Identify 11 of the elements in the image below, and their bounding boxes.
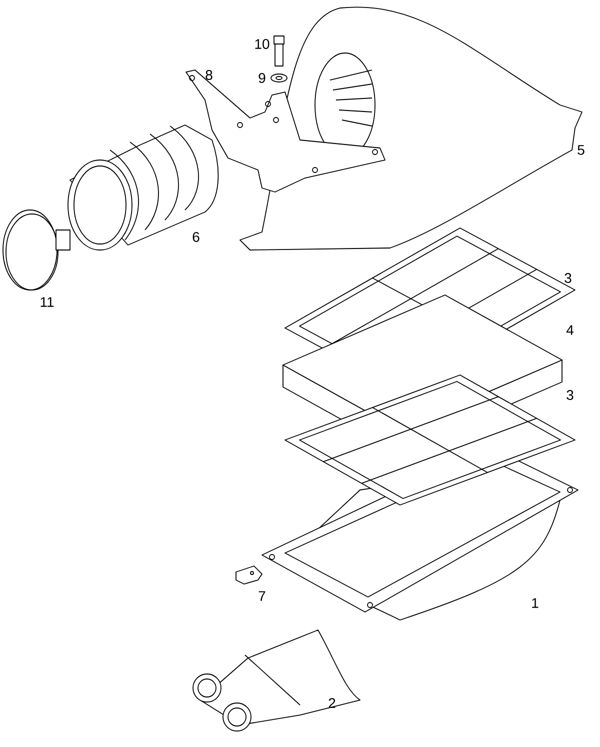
- callout-number: 3: [566, 390, 574, 400]
- callout-number: 6: [192, 232, 200, 242]
- callout-number: 5: [578, 145, 584, 155]
- callout-number: 8: [206, 70, 212, 80]
- callout-number: 9: [258, 73, 266, 83]
- callout-number: 1: [532, 598, 538, 608]
- callout-number: 7: [258, 591, 266, 601]
- callout-number: 11: [40, 297, 54, 307]
- callout-number: 4: [566, 325, 574, 335]
- callout-number: 10: [255, 39, 270, 49]
- callout-number: 3: [564, 273, 572, 283]
